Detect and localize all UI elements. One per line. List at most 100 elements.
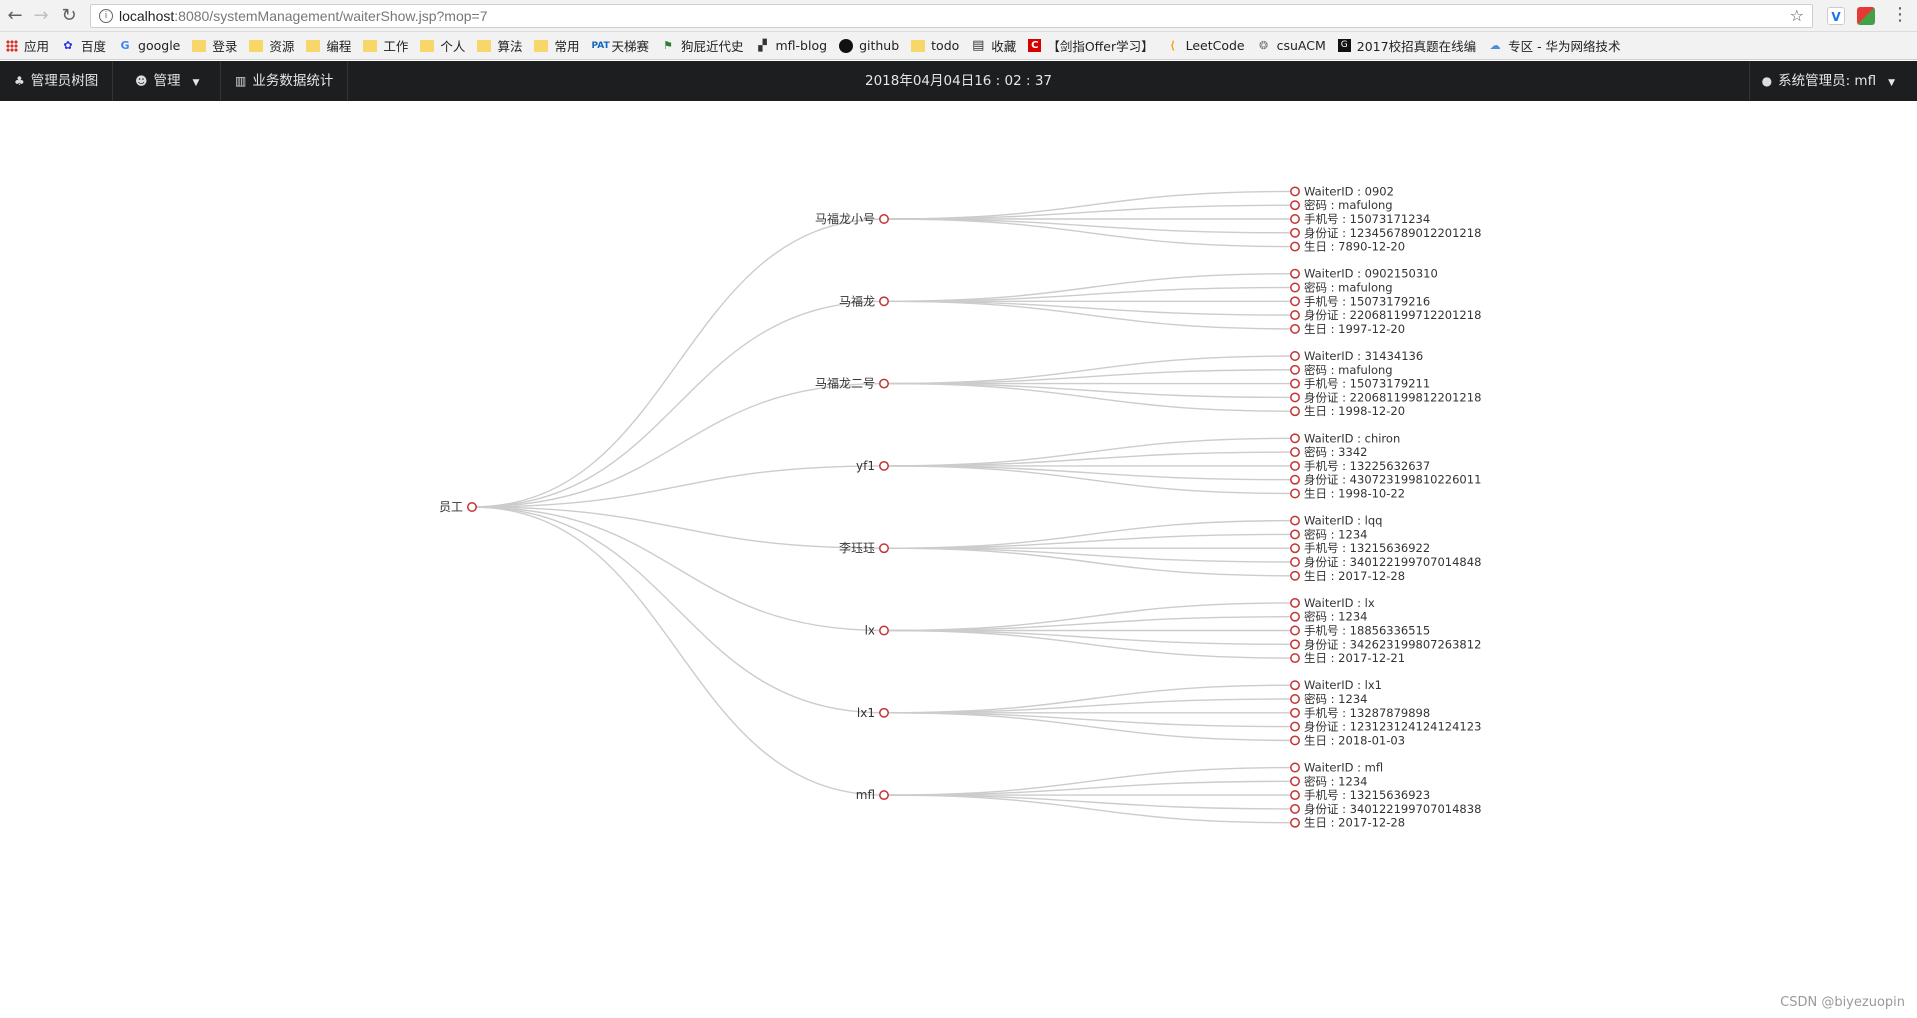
- bookmark-item[interactable]: 资源: [249, 36, 294, 55]
- bookmark-item[interactable]: 工作: [363, 36, 408, 55]
- field-node[interactable]: [1290, 200, 1300, 211]
- field-node[interactable]: [1290, 790, 1300, 801]
- nav-admin-tree[interactable]: ♣管理员树图: [0, 61, 114, 101]
- url-text[interactable]: localhost:8080/systemManagement/waiterSh…: [119, 8, 488, 24]
- bookmark-label: 应用: [24, 39, 50, 54]
- field-label: 密码 : mafulong: [1304, 281, 1393, 295]
- field-node[interactable]: [1290, 296, 1300, 307]
- tree-link: [883, 712, 1296, 742]
- field-node[interactable]: [1290, 433, 1300, 444]
- field-node[interactable]: [1290, 241, 1300, 252]
- field-node[interactable]: [1290, 529, 1300, 540]
- tree-link: [883, 218, 1296, 234]
- address-bar[interactable]: i localhost:8080/systemManagement/waiter…: [90, 4, 1813, 28]
- nav-manage-dropdown[interactable]: ☻管理▼: [121, 61, 221, 101]
- waiter-node[interactable]: [879, 625, 889, 636]
- field-node[interactable]: [1290, 227, 1300, 238]
- field-node[interactable]: [1290, 639, 1300, 650]
- field-node[interactable]: [1290, 282, 1300, 293]
- field-node[interactable]: [1290, 557, 1300, 567]
- bookmark-item[interactable]: 个人: [420, 36, 465, 55]
- bookmark-item[interactable]: 编程: [306, 36, 351, 55]
- field-node[interactable]: [1290, 186, 1300, 197]
- bookmark-item[interactable]: C【剑指Offer学习】: [1028, 36, 1154, 55]
- bookmark-item[interactable]: 常用: [534, 36, 579, 55]
- field-node[interactable]: [1290, 488, 1300, 499]
- field-label: 生日 : 1998-10-22: [1304, 487, 1405, 501]
- field-label: WaiterID : lx: [1304, 596, 1375, 610]
- bookmark-item[interactable]: ✿百度: [61, 36, 106, 55]
- flag-icon: ⚑: [663, 38, 673, 52]
- field-node[interactable]: [1290, 323, 1300, 334]
- field-node[interactable]: [1290, 817, 1300, 828]
- field-node[interactable]: [1290, 474, 1300, 485]
- field-node[interactable]: [1290, 351, 1300, 361]
- field-node[interactable]: [1290, 543, 1300, 554]
- field-label: WaiterID : lx1: [1304, 678, 1382, 692]
- root-node[interactable]: [467, 502, 477, 512]
- field-label: 身份证 : 220681199712201218: [1304, 308, 1481, 322]
- waiter-node[interactable]: [879, 214, 889, 224]
- field-node[interactable]: [1290, 447, 1300, 458]
- field-node[interactable]: [1290, 364, 1300, 375]
- translate-extension-icon[interactable]: [1857, 7, 1875, 25]
- field-node[interactable]: [1290, 310, 1300, 321]
- field-node[interactable]: [1290, 597, 1300, 608]
- bookmark-item[interactable]: 应用: [6, 36, 49, 55]
- field-node[interactable]: [1290, 653, 1300, 664]
- vpn-extension-icon[interactable]: V: [1827, 7, 1845, 25]
- waiter-node[interactable]: [879, 460, 889, 471]
- field-node[interactable]: [1290, 268, 1300, 279]
- field-node[interactable]: [1290, 406, 1300, 417]
- forward-arrow-icon[interactable]: →: [33, 5, 49, 26]
- field-node[interactable]: [1290, 776, 1300, 787]
- bookmark-item[interactable]: ▞mfl-blog: [756, 38, 827, 53]
- bookmark-item[interactable]: ▤收藏: [971, 36, 1016, 55]
- field-node[interactable]: [1290, 803, 1300, 814]
- field-node[interactable]: [1290, 611, 1300, 622]
- bookmark-item[interactable]: ⚑狗屁近代史: [661, 36, 743, 55]
- bookmark-item[interactable]: 算法: [477, 36, 522, 55]
- bookmark-item[interactable]: ⟨LeetCode: [1166, 38, 1245, 53]
- bookmark-item[interactable]: ☁专区 - 华为网络技术: [1488, 36, 1621, 55]
- user-menu-dropdown[interactable]: ●系统管理员: mfl▼: [1748, 61, 1907, 101]
- field-label: 生日 : 7890-12-20: [1304, 240, 1405, 254]
- tree-link: [883, 465, 1296, 481]
- field-node[interactable]: [1290, 392, 1300, 403]
- field-node[interactable]: [1290, 214, 1300, 224]
- field-node[interactable]: [1290, 570, 1300, 581]
- field-node[interactable]: [1290, 515, 1300, 526]
- bookmark-item[interactable]: ❂csuACM: [1257, 38, 1326, 53]
- field-node[interactable]: [1290, 460, 1300, 471]
- bookmark-item[interactable]: todo: [911, 38, 959, 53]
- sitemap-icon: ♣: [14, 74, 25, 88]
- field-node[interactable]: [1290, 680, 1300, 691]
- field-node[interactable]: [1290, 707, 1300, 718]
- bookmark-star-icon[interactable]: ☆: [1789, 6, 1804, 25]
- waiter-node[interactable]: [879, 296, 889, 307]
- info-icon[interactable]: i: [99, 9, 113, 23]
- bookmark-item[interactable]: github: [839, 38, 899, 53]
- waiter-node[interactable]: [879, 707, 889, 718]
- field-label: WaiterID : 0902: [1304, 184, 1394, 198]
- field-node[interactable]: [1290, 735, 1300, 746]
- nav-business-stats[interactable]: ▥业务数据统计: [221, 61, 349, 101]
- waiter-node[interactable]: [879, 378, 889, 389]
- back-arrow-icon[interactable]: ←: [7, 5, 23, 26]
- waiter-node[interactable]: [879, 543, 889, 554]
- blog-icon: ▞: [758, 38, 767, 52]
- field-node[interactable]: [1290, 625, 1300, 636]
- field-node[interactable]: [1290, 721, 1300, 732]
- bookmark-item[interactable]: 登录: [192, 36, 237, 55]
- browser-menu-icon[interactable]: ⋮: [1891, 4, 1909, 25]
- reload-icon[interactable]: ↻: [61, 5, 77, 26]
- waiter-node[interactable]: [879, 790, 889, 801]
- field-label: 手机号 : 13225632637: [1304, 459, 1430, 473]
- field-node[interactable]: [1290, 762, 1300, 773]
- field-node[interactable]: [1290, 694, 1300, 704]
- field-node[interactable]: [1290, 378, 1300, 389]
